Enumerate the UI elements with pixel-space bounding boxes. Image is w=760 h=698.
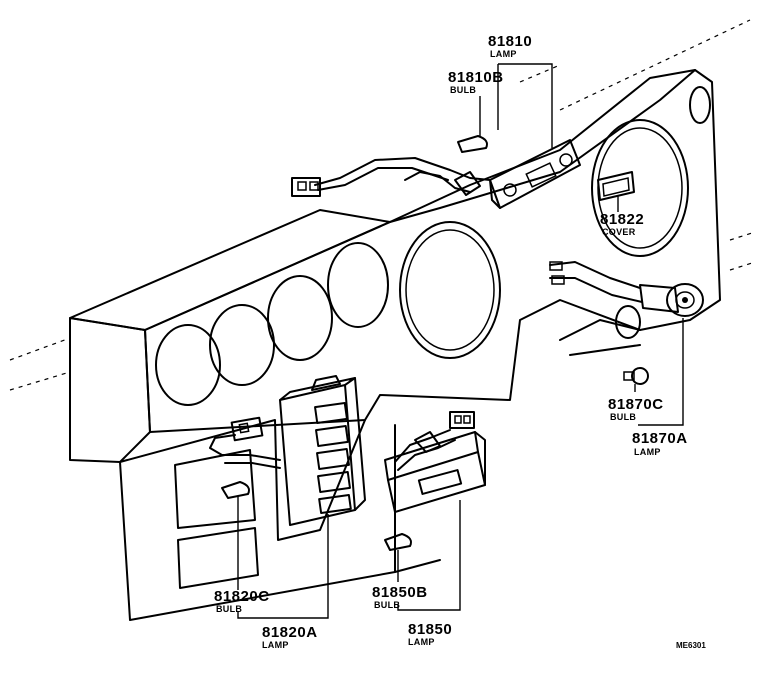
part-number-81810B: 81810B xyxy=(448,69,504,86)
cover-81822 xyxy=(597,171,635,201)
drawing-code: ME6301 xyxy=(676,641,706,650)
gauge-holes xyxy=(155,86,711,406)
part-number-81870A: 81870A xyxy=(632,430,688,447)
part-name-81810B: BULB xyxy=(450,85,477,95)
lamp-81810-assembly xyxy=(291,135,581,209)
part-name-81822: COVER xyxy=(602,227,636,237)
lamp-81820A-assembly xyxy=(209,375,366,526)
part-name-81850: LAMP xyxy=(408,637,435,647)
part-name-81810: LAMP xyxy=(490,49,517,59)
leader-lines xyxy=(237,63,684,619)
part-number-81820A: 81820A xyxy=(262,624,318,641)
part-number-81810: 81810 xyxy=(488,33,533,50)
part-number-81850: 81850 xyxy=(408,621,453,638)
part-name-81820C: BULB xyxy=(216,604,243,614)
part-number-81870C: 81870C xyxy=(608,396,664,413)
part-name-81820A: LAMP xyxy=(262,640,289,650)
part-number-81820C: 81820C xyxy=(214,588,270,605)
dash-panel-body xyxy=(69,69,721,621)
part-number-81822: 81822 xyxy=(600,211,645,228)
part-name-81870A: LAMP xyxy=(634,447,661,457)
part-name-81850B: BULB xyxy=(374,600,401,610)
background-panel-lines xyxy=(9,19,756,391)
part-number-81850B: 81850B xyxy=(372,584,428,601)
part-name-81870C: BULB xyxy=(610,412,637,422)
lamp-81870A-assembly xyxy=(549,261,704,385)
lamp-81850-assembly xyxy=(384,411,486,551)
